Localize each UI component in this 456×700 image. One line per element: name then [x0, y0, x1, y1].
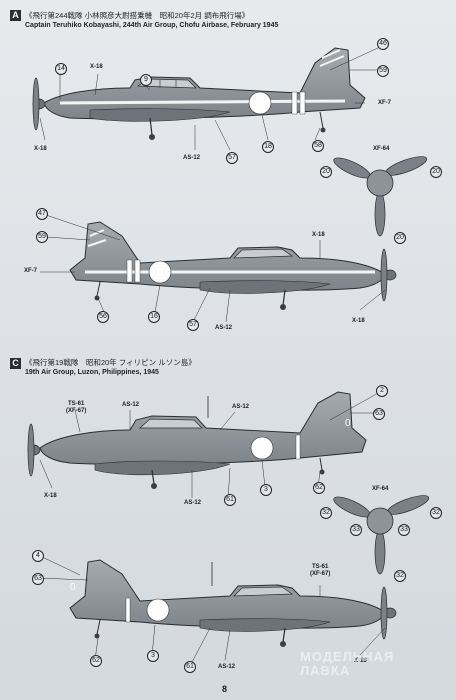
propeller-a-front-view: [333, 156, 428, 237]
paint-label: AS-12: [215, 325, 233, 331]
part-number: 9: [140, 74, 152, 86]
paint-label: XF-7: [378, 100, 392, 106]
part-number: 3: [260, 484, 272, 496]
paint-label: (XF-67): [66, 408, 87, 414]
paint-label: X-18: [90, 64, 103, 70]
part-number: 3: [147, 650, 159, 662]
aircraft-c2-side-view: [69, 559, 397, 647]
paint-label: AS-12: [183, 155, 201, 161]
paint-label: X-18: [44, 493, 57, 499]
paint-label: AS-12: [184, 500, 202, 506]
watermark-line: МОДЕЛЬНАЯ: [300, 649, 395, 664]
paint-label: AS-12: [218, 664, 236, 670]
propeller-c-front-view: [333, 495, 430, 575]
section-a-caption-en: Captain Teruhiko Kobayashi, 244th Air Gr…: [25, 22, 279, 29]
aircraft-a2-side-view: [69, 221, 397, 310]
section-a-caption-jp: 《飛行第244戦隊 小林照彦大尉搭乗機 昭和20年2月 調布飛行場》: [25, 11, 250, 20]
page-number: 8: [222, 684, 228, 694]
part-number: 58: [312, 140, 324, 152]
part-number: 63: [373, 408, 385, 420]
part-number: 57: [187, 319, 199, 331]
part-number: 16: [148, 311, 160, 323]
paint-label: X-18: [34, 146, 47, 152]
paint-label: (XF-67): [310, 571, 331, 577]
part-number: 62: [313, 482, 325, 494]
part-number: 56: [97, 311, 109, 323]
part-number: 2: [376, 385, 388, 397]
paint-label: X-18: [354, 658, 367, 664]
part-number: 14: [55, 63, 67, 75]
part-number: 61: [184, 661, 196, 673]
paint-label: XF-7: [24, 268, 38, 274]
part-number: 61: [224, 494, 236, 506]
part-number: 20: [430, 166, 442, 178]
paint-label: X-18: [312, 232, 325, 238]
part-number: 59: [377, 65, 389, 77]
paint-label: AS-12: [122, 402, 140, 408]
part-number: 32: [430, 507, 442, 519]
part-number: 4: [32, 550, 44, 562]
paint-label: AS-12: [232, 404, 250, 410]
section-c-badge: C: [10, 358, 21, 369]
paint-label: X-18: [352, 318, 365, 324]
part-number: 32: [320, 507, 332, 519]
aircraft-a1-side-view: [32, 47, 366, 140]
watermark: МОДЕЛЬНАЯ ЛАВКА: [300, 650, 394, 678]
section-c-caption-jp: 《飛行第19戦隊 昭和20年 フィリピン ルソン島》: [25, 358, 196, 367]
part-number: 33: [350, 524, 362, 536]
leader-lines: [37, 46, 386, 667]
section-a-badge: A: [10, 10, 21, 21]
part-number: 32: [394, 570, 406, 582]
paint-label: XF-64: [372, 486, 389, 492]
paint-label: TS-61: [68, 401, 85, 407]
watermark-line: ЛАВКА: [300, 663, 351, 678]
part-number: 18: [262, 141, 274, 153]
part-number: 63: [32, 573, 44, 585]
tail-code-c2: 0: [70, 582, 76, 593]
part-number: 57: [226, 152, 238, 164]
aircraft-c1-side-view: [27, 391, 367, 489]
part-number: 59: [36, 231, 48, 243]
tail-code-c1: 0: [345, 418, 351, 429]
section-c-caption-en: 19th Air Group, Luzon, Philippines, 1945: [25, 369, 159, 376]
part-number: 33: [398, 524, 410, 536]
part-number: 47: [36, 208, 48, 220]
part-number: 20: [394, 232, 406, 244]
paint-label: TS-61: [312, 564, 329, 570]
part-number: 20: [320, 166, 332, 178]
part-number: 62: [90, 655, 102, 667]
part-number: 46: [377, 38, 389, 50]
paint-label: XF-64: [373, 146, 390, 152]
